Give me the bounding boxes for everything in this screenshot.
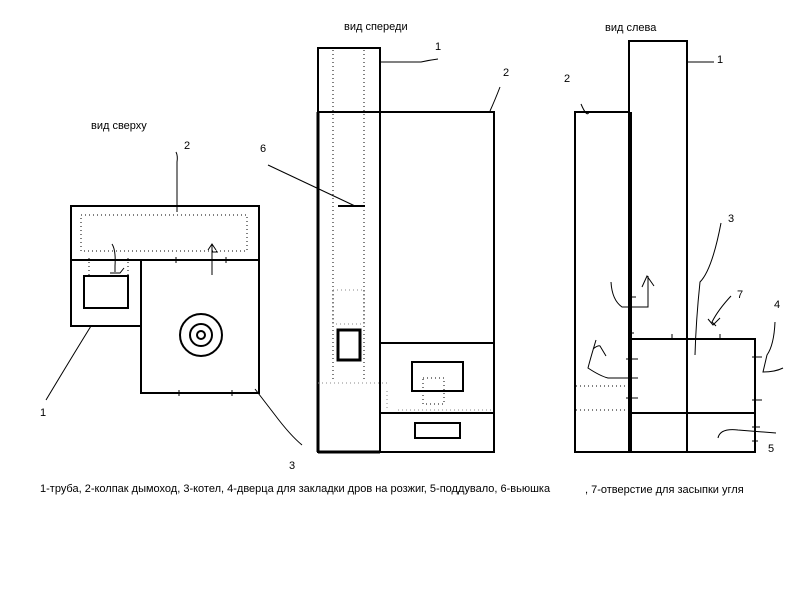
top-burner-center bbox=[196, 330, 206, 340]
callout-4-left: 4 bbox=[774, 299, 780, 311]
callout-line-7-left bbox=[707, 295, 732, 327]
top-arrow-up bbox=[207, 243, 218, 275]
legend-part-2: , 7-отверстие для засыпки угля bbox=[585, 484, 744, 496]
left-pipe-outline bbox=[628, 40, 688, 453]
top-boiler-outline bbox=[140, 259, 260, 394]
top-pipe-outline bbox=[70, 259, 142, 327]
top-hood-outline bbox=[70, 205, 260, 261]
front-view: вид спереди 1 2 6 bbox=[260, 21, 509, 454]
legend-part-1: 1-труба, 2-колпак дымоход, 3-котел, 4-дв… bbox=[40, 483, 551, 495]
callout-line-1 bbox=[45, 325, 92, 401]
top-burner-middle bbox=[189, 323, 213, 347]
callout-line-1-front bbox=[380, 58, 439, 63]
callout-3-top: 3 bbox=[289, 460, 295, 472]
callout-1-left: 1 bbox=[717, 54, 723, 66]
front-ashpit-door bbox=[414, 422, 461, 439]
top-arrow-down bbox=[110, 243, 125, 274]
front-hood-outline bbox=[317, 111, 495, 453]
callout-7-left: 7 bbox=[737, 289, 743, 301]
callout-1-front: 1 bbox=[435, 41, 441, 53]
top-pipe-inner bbox=[83, 275, 129, 309]
left-view: вид слева 1 2 3 7 4 bbox=[564, 22, 784, 455]
callout-2-front: 2 bbox=[503, 67, 509, 79]
front-door bbox=[411, 361, 464, 392]
left-arrow-ashpit bbox=[717, 429, 777, 439]
callout-line-3-left bbox=[694, 222, 722, 356]
callout-2-top: 2 bbox=[184, 140, 190, 152]
callout-6-front: 6 bbox=[260, 143, 266, 155]
top-burner-outer bbox=[179, 313, 223, 357]
left-hood-outline bbox=[574, 111, 630, 453]
front-firebox-opening bbox=[336, 328, 362, 362]
front-view-title: вид спереди bbox=[344, 21, 408, 33]
callout-1-top: 1 bbox=[40, 407, 46, 419]
callout-3-left: 3 bbox=[728, 213, 734, 225]
top-view-title: вид сверху bbox=[91, 120, 147, 132]
callout-line-2 bbox=[175, 151, 178, 212]
front-pipe-outline bbox=[317, 47, 381, 453]
callout-line-2-front bbox=[489, 86, 501, 112]
callout-line-3 bbox=[254, 388, 303, 446]
left-view-title: вид слева bbox=[605, 22, 657, 34]
callout-2-left: 2 bbox=[564, 73, 570, 85]
callout-line-2-left bbox=[580, 103, 590, 115]
top-hood-inner bbox=[80, 214, 248, 252]
callout-line-6-front bbox=[267, 164, 356, 207]
callout-line-4-left bbox=[762, 321, 784, 373]
left-arrow-up bbox=[610, 274, 655, 308]
left-arrow-lower bbox=[587, 339, 638, 379]
left-boiler-outline bbox=[629, 338, 756, 453]
callout-5-left: 5 bbox=[768, 443, 774, 455]
top-view: вид сверху 2 1 3 bbox=[40, 120, 303, 472]
